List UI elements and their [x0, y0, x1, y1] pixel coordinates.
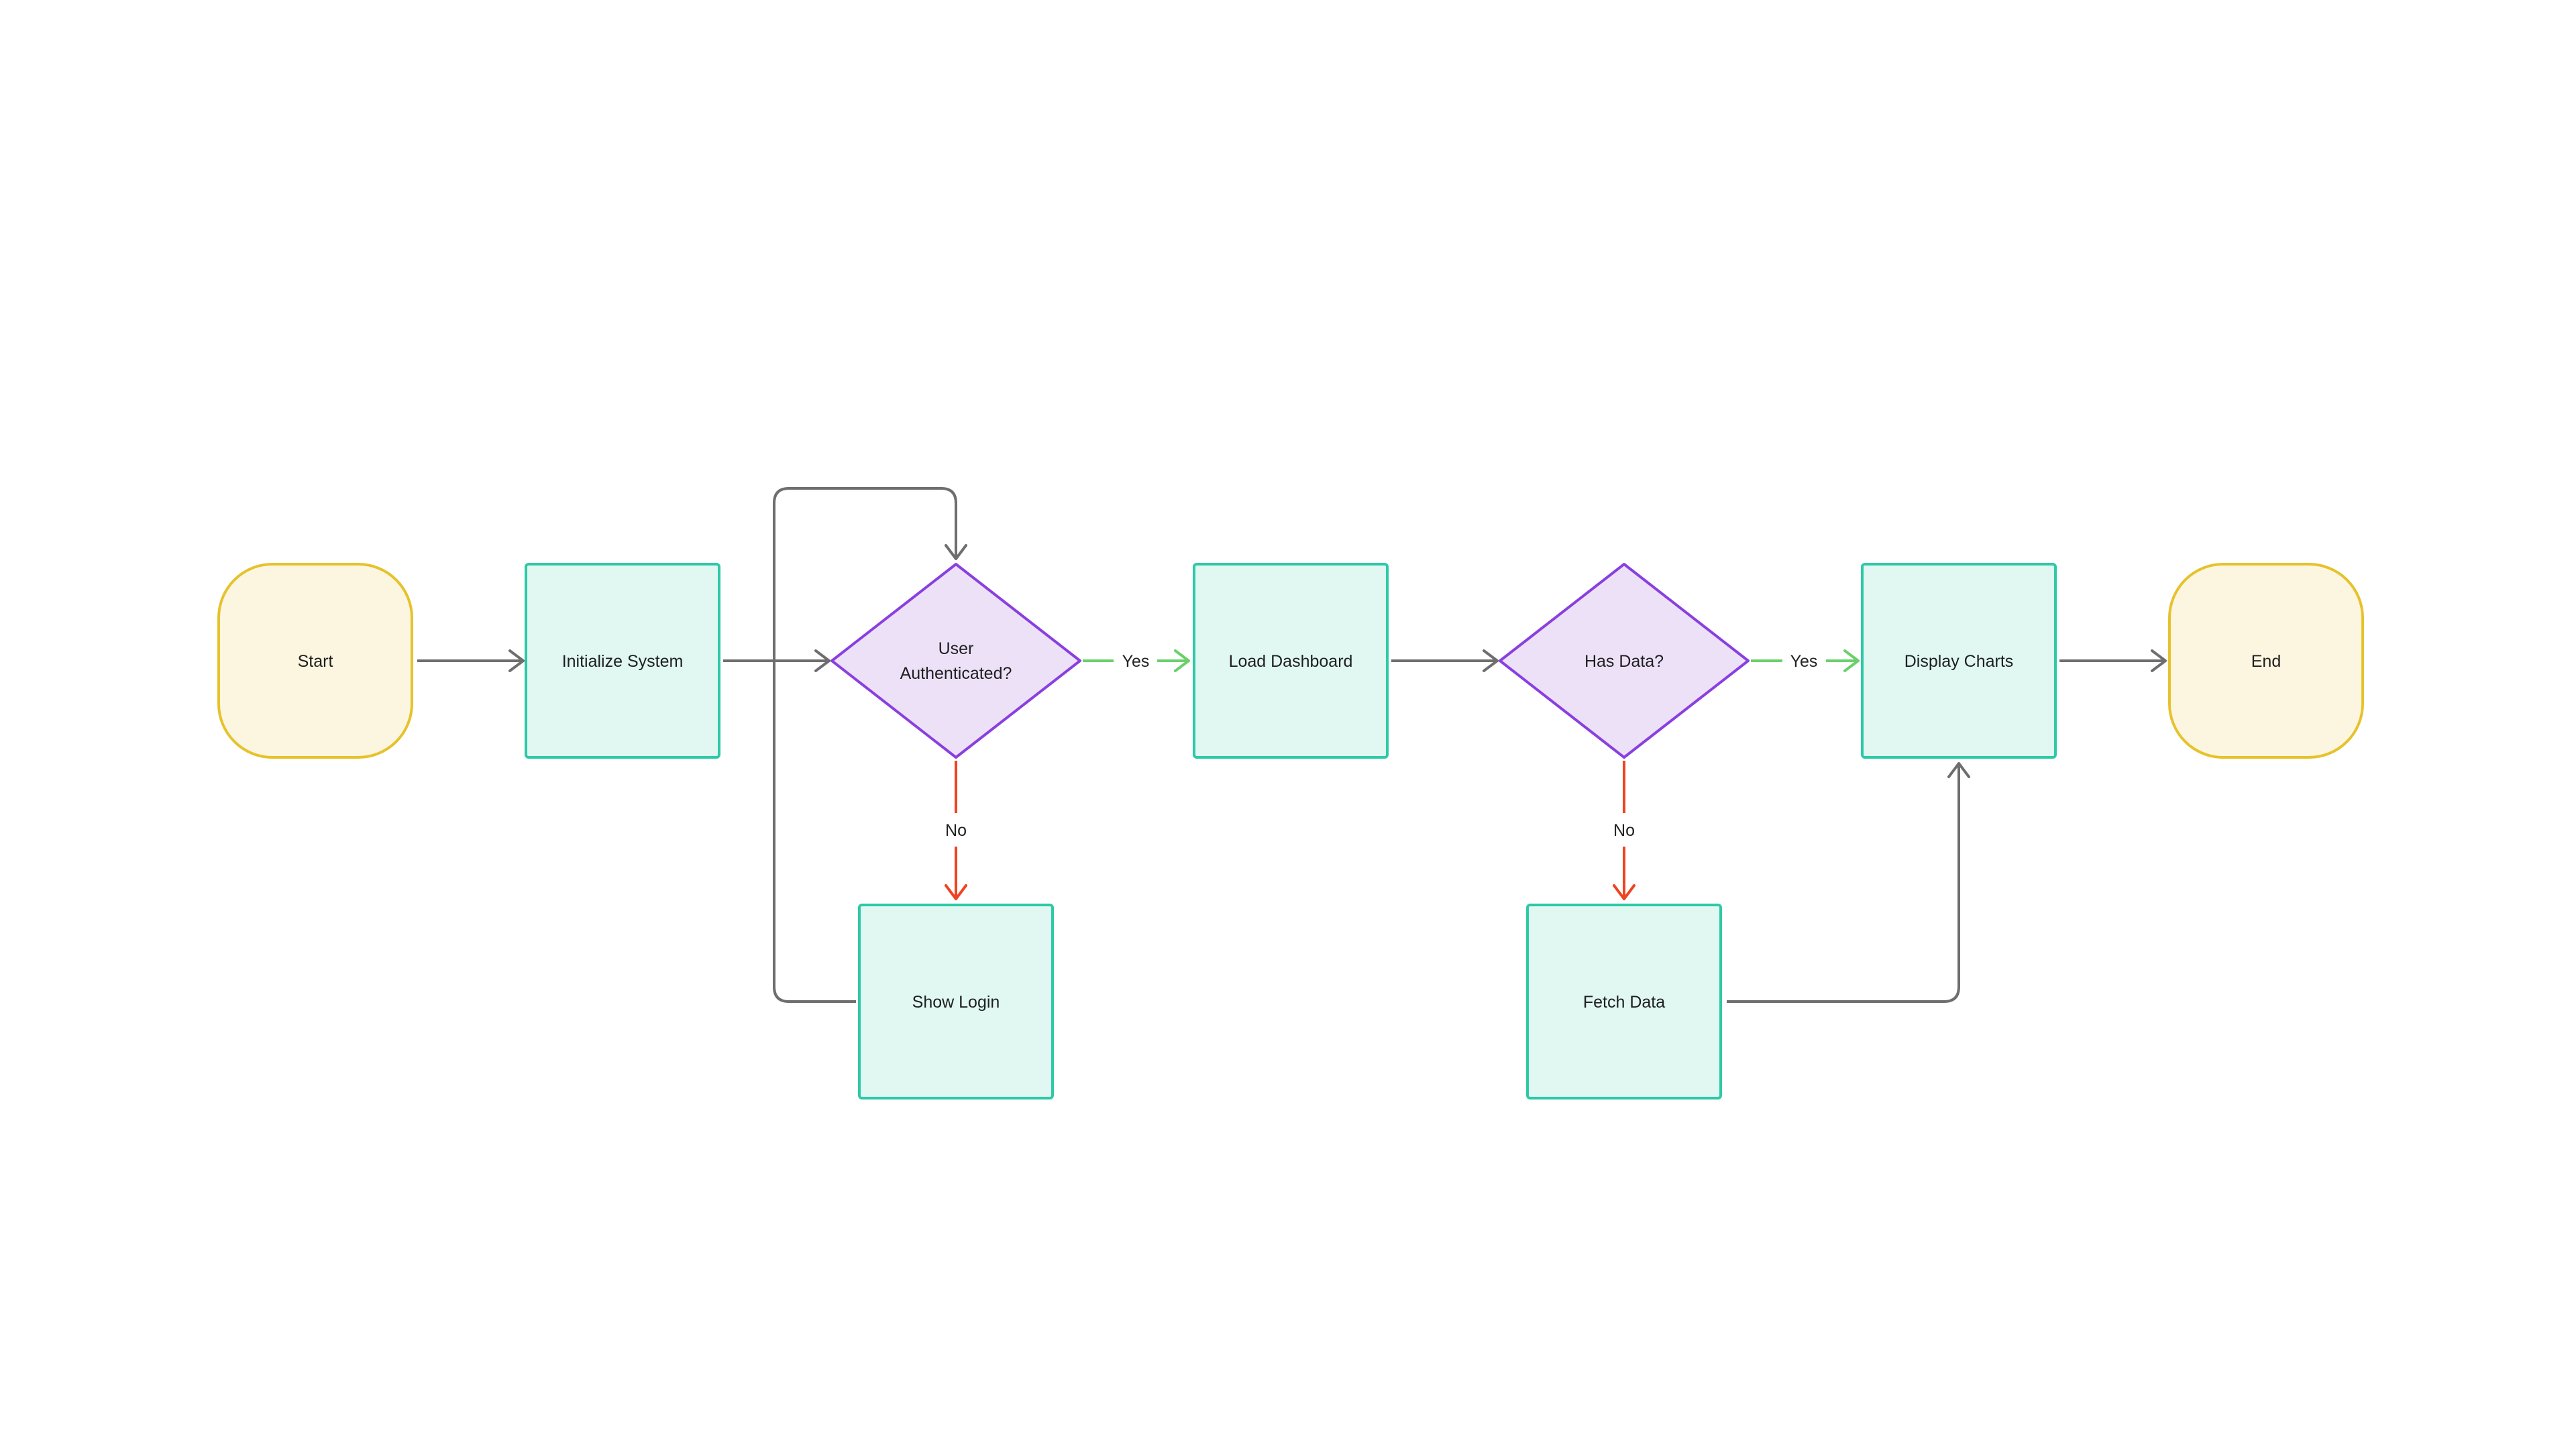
edge-label-hasdata-no: No [1613, 821, 1635, 840]
arrowhead-login-loop [945, 544, 967, 560]
node-fetch-data-label: Fetch Data [1583, 993, 1665, 1012]
edge-fetch-to-charts[interactable] [1727, 763, 1960, 1003]
arrowhead-hasdata-yes [1843, 649, 1860, 672]
node-user-authenticated-label-line2: Authenticated? [900, 664, 1012, 683]
arrowhead-auth-yes [1174, 649, 1190, 672]
node-display-charts[interactable]: Display Charts [1861, 563, 2057, 759]
node-load-dashboard[interactable]: Load Dashboard [1193, 563, 1389, 759]
node-fetch-data[interactable]: Fetch Data [1526, 904, 1722, 1099]
node-display-charts-label: Display Charts [1904, 652, 2014, 671]
edges-layer [417, 487, 2167, 1003]
nodes-layer: Start Initialize System User Authenticat… [217, 563, 2364, 1099]
node-load-dashboard-label: Load Dashboard [1229, 652, 1353, 671]
arrowhead-auth-no [945, 884, 967, 900]
edge-label-hasdata-yes: Yes [1790, 652, 1818, 671]
arrowhead-dashboard-to-hasdata [1483, 649, 1499, 672]
node-start[interactable]: Start [217, 563, 413, 759]
edge-label-auth-yes: Yes [1122, 652, 1150, 671]
node-start-label: Start [298, 652, 333, 671]
node-end[interactable]: End [2168, 563, 2364, 759]
node-show-login-label: Show Login [912, 993, 1000, 1012]
arrowhead-hasdata-no [1613, 884, 1635, 900]
node-has-data-label: Has Data? [1585, 652, 1664, 671]
arrowhead-charts-to-end [2151, 649, 2167, 672]
arrowhead-init-to-auth [814, 649, 830, 672]
node-initialize-system-label: Initialize System [562, 652, 684, 671]
arrowhead-start-to-init [508, 649, 525, 672]
arrowhead-fetch-to-charts [1947, 762, 1970, 778]
node-initialize-system[interactable]: Initialize System [525, 563, 720, 759]
edge-labels-layer: Yes No Yes No [945, 652, 1817, 840]
node-show-login[interactable]: Show Login [858, 904, 1054, 1099]
edge-login-loop-to-auth[interactable] [773, 487, 957, 1003]
node-end-label: End [2251, 652, 2281, 671]
edge-label-auth-no: No [945, 821, 967, 840]
node-user-authenticated[interactable]: User Authenticated? [830, 563, 1081, 759]
node-user-authenticated-label-line1: User [938, 639, 974, 658]
node-has-data[interactable]: Has Data? [1499, 563, 1750, 759]
